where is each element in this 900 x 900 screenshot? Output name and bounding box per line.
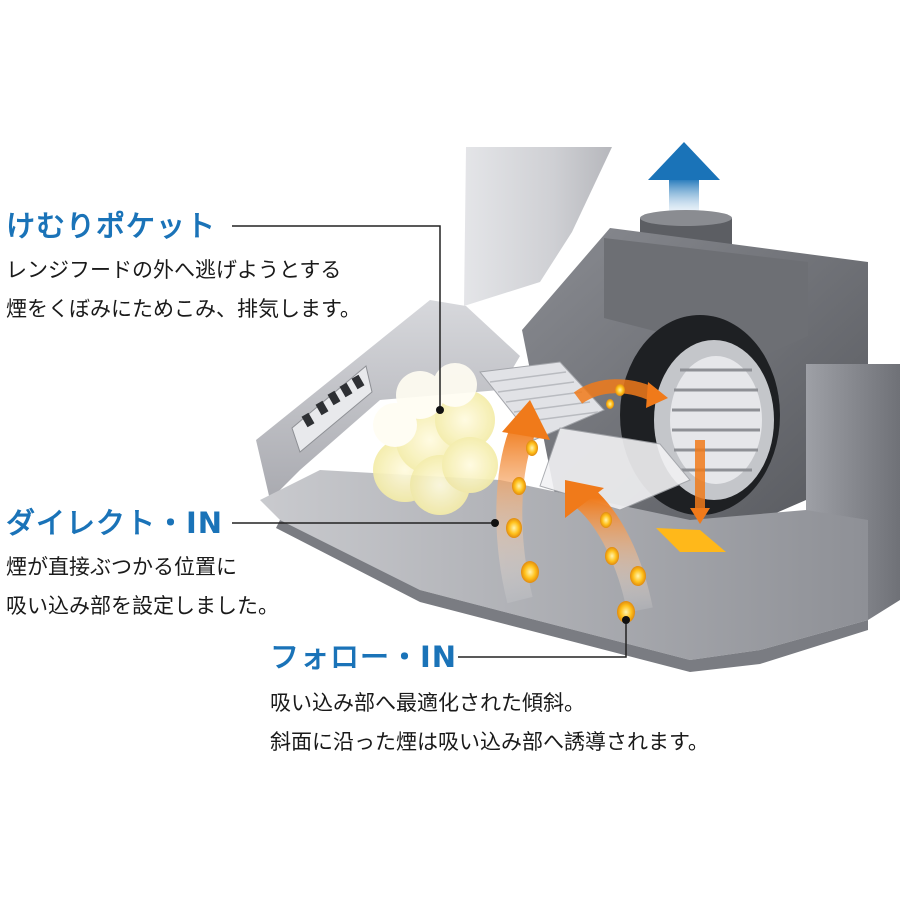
callout-direct-in-line-1: 煙が直接ぶつかる位置に [6,555,237,579]
callout-follow-in-line-2: 斜面に沿った煙は吸い込み部へ誘導されます。 [270,730,709,754]
callout-kemuri-pocket-line-1: レンジフードの外へ逃げようとする [6,258,342,282]
motor-box-top-panel [604,238,808,358]
callout-kemuri-pocket-title: けむりポケット [6,209,217,243]
callout-direct-in-line-2: 吸い込み部を設定しました。 [6,594,279,618]
callout-direct-in-title: ダイレクト・IN [6,506,224,540]
leader-lines [232,225,627,658]
control-panel-icon [291,365,373,453]
callout-follow-in-line-1: 吸い込み部へ最適化された傾斜。 [270,691,585,715]
leader-dots [436,406,630,624]
callout-kemuri-pocket-line-2: 煙をくぼみにためこみ、排気します。 [6,297,361,321]
smoke-cloud-icon [373,363,498,515]
smoke-particles [506,384,646,623]
hood-bottom-tray [260,470,868,660]
hood-duct [464,147,612,306]
smoke-flow-arrow-icon [496,379,710,613]
suction-inlet [656,528,726,552]
hood-front-panel [256,300,520,500]
callout-follow-in-title: フォロー・IN [270,640,458,674]
